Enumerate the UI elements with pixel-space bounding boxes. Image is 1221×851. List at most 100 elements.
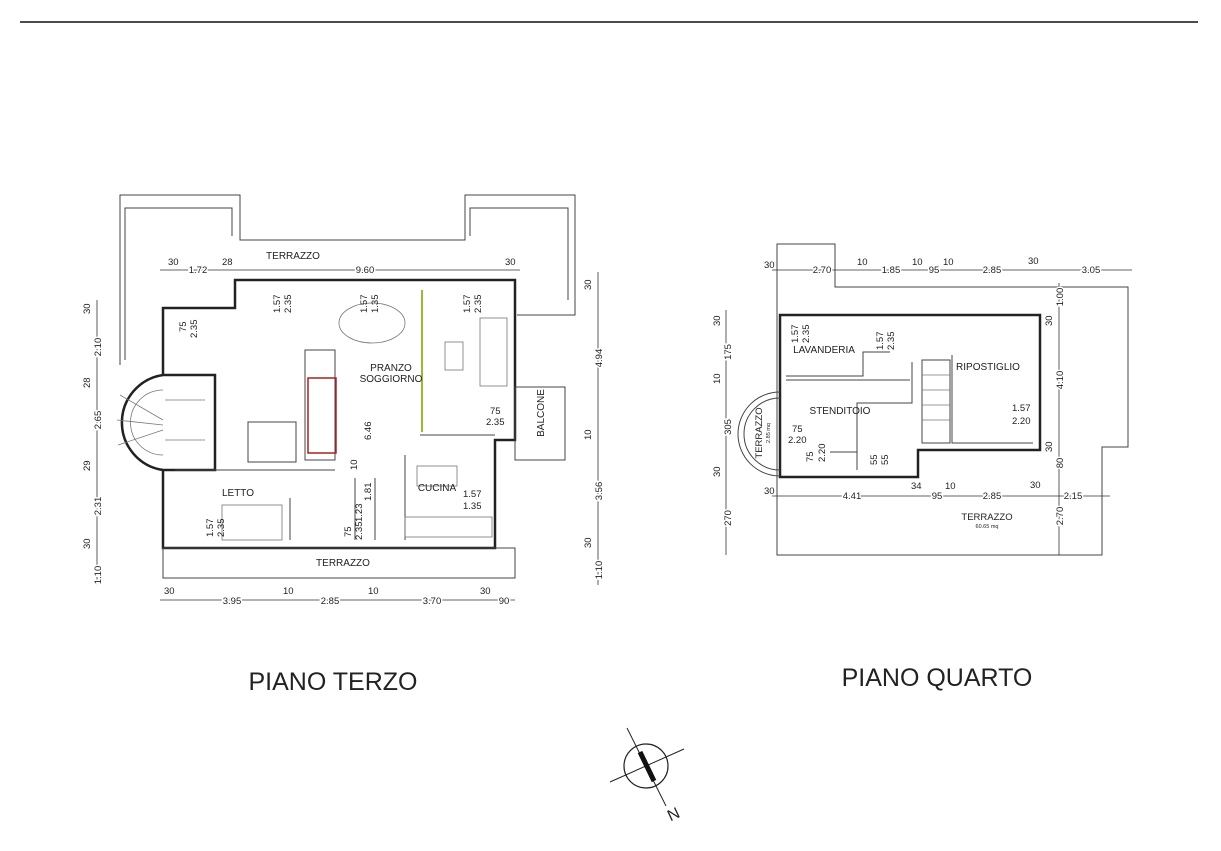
svg-text:30: 30	[1044, 315, 1055, 326]
opening-dimensions: 1.57 2.35 1.57 2.35 1.57 2.20 75 2.20 75…	[788, 325, 1031, 466]
dimension: 1.72	[189, 265, 208, 276]
plan-title-terzo: PIANO TERZO	[248, 668, 417, 696]
svg-text:1.35: 1.35	[463, 501, 482, 512]
svg-text:80: 80	[1055, 458, 1066, 469]
svg-text:75: 75	[490, 406, 501, 417]
opening-dimensions: 1.57 2.35 1.57 1.35 1.57 2.35 75 2.35 75…	[178, 295, 505, 541]
svg-text:1.35: 1.35	[370, 295, 381, 314]
room-label: PRANZO	[370, 363, 412, 374]
area-label: 60.65 mq	[976, 524, 999, 530]
svg-text:1.57: 1.57	[462, 295, 473, 314]
kitchen-counter	[404, 516, 493, 538]
room-label: LAVANDERIA	[793, 345, 855, 356]
svg-text:75: 75	[792, 424, 803, 435]
svg-text:1.57: 1.57	[359, 295, 370, 314]
svg-text:2.70: 2.70	[1055, 507, 1066, 526]
room-label: LETTO	[222, 488, 254, 499]
dimension: 30	[480, 586, 491, 597]
svg-text:30: 30	[1028, 256, 1039, 267]
spiral-stair	[130, 389, 164, 456]
dimension: 3.56	[594, 482, 605, 501]
svg-text:75: 75	[343, 526, 354, 537]
dimension: 2.85	[321, 596, 340, 607]
svg-text:30: 30	[764, 486, 775, 497]
svg-text:30: 30	[764, 260, 775, 271]
kitchen-table	[416, 465, 458, 487]
svg-text:2.35: 2.35	[473, 295, 484, 314]
dimension: 30	[82, 538, 93, 549]
bottom-dimensions: 30 4.41 34 95 10 2.85 30 2.15	[764, 480, 1084, 504]
dimension: 30	[583, 279, 594, 290]
room-label: SOGGIORNO	[360, 374, 423, 385]
exterior-walls	[778, 313, 1042, 479]
dimension: 30	[583, 537, 594, 548]
dimension: 30	[164, 586, 175, 597]
dimension: 9.60	[356, 265, 375, 276]
bed	[221, 504, 283, 541]
svg-text:6.46: 6.46	[363, 422, 374, 441]
svg-text:1.57: 1.57	[875, 332, 886, 351]
svg-text:270: 270	[723, 510, 734, 526]
svg-text:305: 305	[723, 419, 734, 435]
coffee-table	[444, 341, 464, 371]
terrace-outline	[776, 243, 1129, 556]
svg-text:10: 10	[712, 373, 723, 384]
room-label: BALCONE	[536, 389, 547, 437]
svg-text:1.57: 1.57	[272, 295, 283, 314]
terrace-railing	[124, 207, 233, 360]
svg-text:1.81: 1.81	[363, 483, 374, 502]
svg-text:10: 10	[945, 481, 956, 492]
dimension: 90	[499, 596, 510, 607]
svg-text:2.20: 2.20	[788, 435, 807, 446]
stair-highlight	[307, 377, 337, 454]
svg-text:10: 10	[349, 459, 360, 470]
svg-text:1.57: 1.57	[790, 325, 801, 344]
svg-text:1.57: 1.57	[1012, 403, 1031, 414]
terrace-railing	[469, 207, 569, 300]
dimension: 30	[505, 257, 516, 268]
room-label: RIPOSTIGLIO	[956, 362, 1020, 373]
sofa	[479, 317, 508, 387]
svg-text:30: 30	[1030, 480, 1041, 491]
svg-text:2.35: 2.35	[354, 522, 365, 541]
svg-text:2.85: 2.85	[983, 265, 1002, 276]
svg-text:2.85: 2.85	[983, 491, 1002, 502]
svg-text:175: 175	[723, 344, 734, 360]
dimension: 4.94	[594, 349, 605, 368]
right-dimensions: 1.00 30 4.10 30 80 2.70	[1044, 286, 1068, 527]
svg-text:75: 75	[178, 321, 189, 332]
dining-table	[338, 302, 406, 344]
svg-text:2.35: 2.35	[189, 320, 200, 339]
left-dimensions: 30 175 10 305 30 270	[712, 315, 736, 527]
dimension: 10	[583, 429, 594, 440]
svg-text:2.70: 2.70	[813, 265, 832, 276]
svg-text:55: 55	[880, 454, 891, 465]
stair-treads	[116, 394, 205, 446]
room-label: TERRAZZO	[754, 407, 765, 458]
svg-text:95: 95	[932, 491, 943, 502]
dimension: 3.70	[423, 596, 442, 607]
svg-text:95: 95	[929, 265, 940, 276]
svg-text:3.05: 3.05	[1082, 265, 1101, 276]
dimension: 30	[168, 257, 179, 268]
plan-piano-quarto: LAVANDERIA RIPOSTIGLIO STENDITOIO TERRAZ…	[712, 243, 1132, 556]
svg-text:4.41: 4.41	[843, 491, 862, 502]
svg-text:10: 10	[912, 257, 923, 268]
dimension: 1.10	[93, 566, 104, 585]
svg-text:1.57: 1.57	[205, 519, 216, 538]
svg-text:10: 10	[857, 257, 868, 268]
dimension: 2.10	[93, 338, 104, 357]
interior-walls	[786, 351, 1033, 470]
svg-text:1.00: 1.00	[1055, 288, 1066, 307]
svg-text:2.35: 2.35	[486, 417, 505, 428]
dimension: 10	[283, 586, 294, 597]
dimension: 1.10	[594, 561, 605, 580]
top-dimensions: 30 2.70 10 1.85 10 95 10 2.85 30 3.05	[764, 256, 1102, 278]
svg-text:2.20: 2.20	[817, 444, 828, 463]
svg-text:4.10: 4.10	[1055, 371, 1066, 390]
area-label: 2.85 mq	[766, 423, 772, 443]
room-label: TERRAZZO	[961, 512, 1012, 523]
svg-text:10: 10	[943, 257, 954, 268]
dimension: 29	[82, 460, 93, 471]
